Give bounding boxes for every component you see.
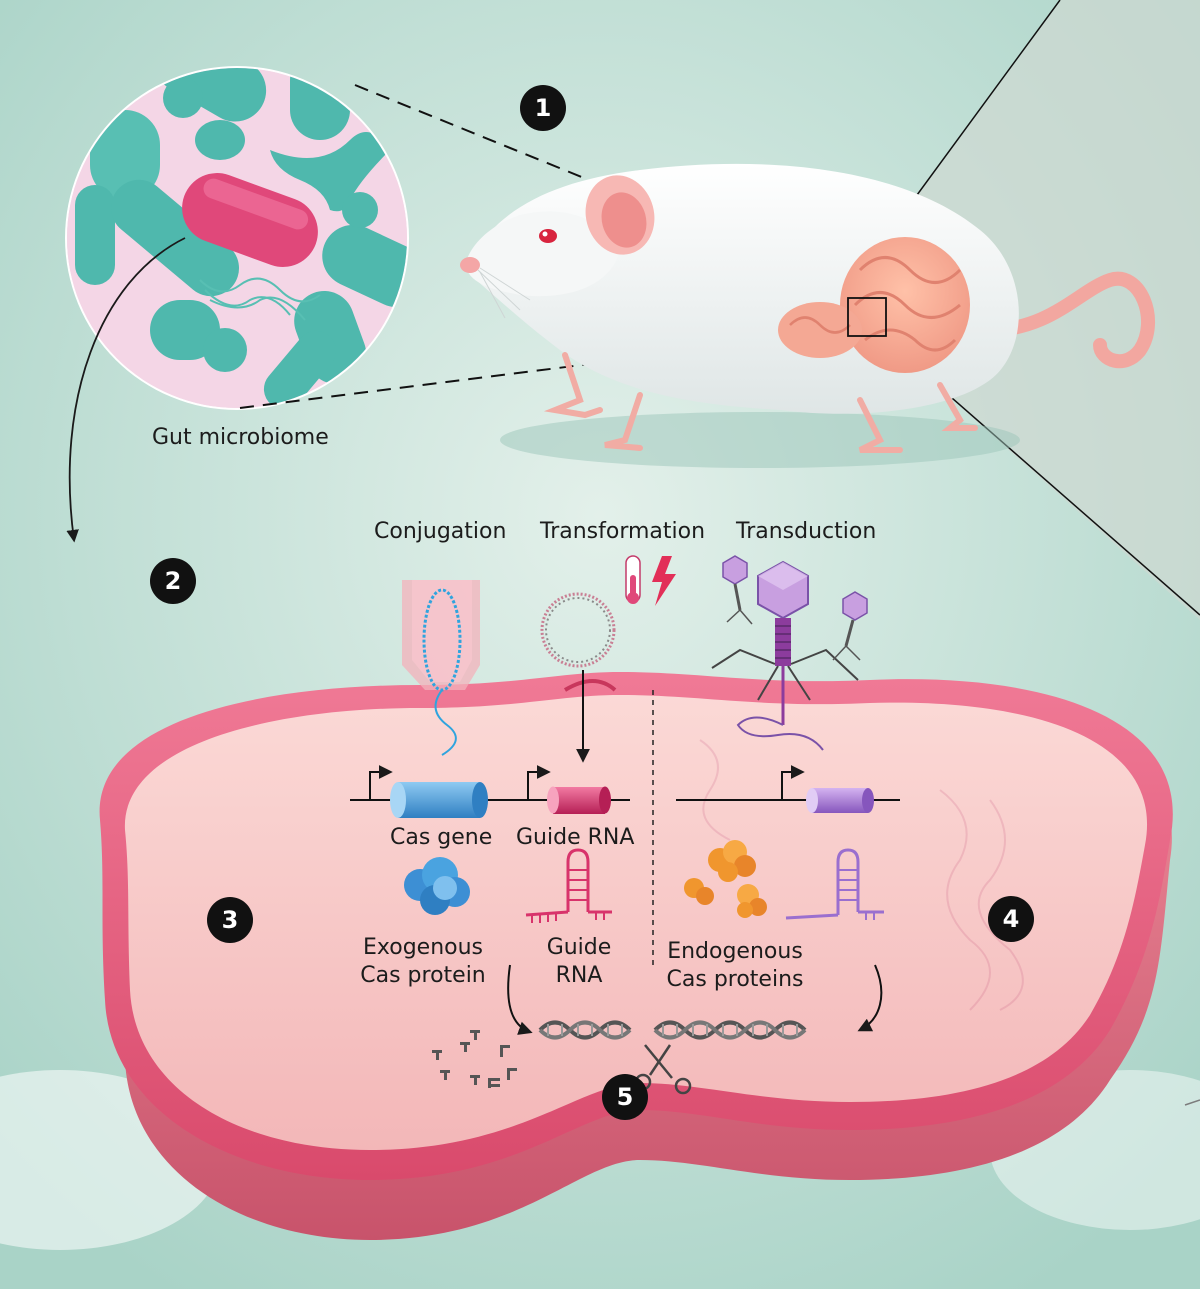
guide-rna-gene-label: Guide RNA xyxy=(516,825,635,850)
conjugation-label: Conjugation xyxy=(374,519,507,544)
lightning-icon xyxy=(652,556,676,606)
step-badge-2: 2 xyxy=(150,558,196,604)
dna-fragments xyxy=(432,1030,517,1088)
cas-gene-label: Cas gene xyxy=(390,825,493,850)
endogenous-cas-proteins xyxy=(684,840,767,918)
guide-line2: RNA xyxy=(555,962,603,988)
zoom-box xyxy=(847,297,887,337)
step-badge-5: 5 xyxy=(602,1074,648,1120)
exogenous-line2: Cas protein xyxy=(360,962,486,988)
guide-rna-hairpin-left xyxy=(525,848,612,923)
dna-helix-icon xyxy=(538,1020,807,1040)
thermometer-icon xyxy=(625,555,641,604)
conjugation-pilus xyxy=(402,580,480,756)
transduction-label: Transduction xyxy=(736,519,877,544)
endogenous-line2: Cas proteins xyxy=(666,966,804,992)
bacterial-cell xyxy=(99,672,1173,1240)
endogenous-line1: Endogenous xyxy=(667,939,803,964)
zoom-panel xyxy=(840,0,1200,620)
gut-organs xyxy=(778,237,970,373)
guide-line1: Guide xyxy=(546,935,612,960)
exogenous-cas-label: Exogenous Cas protein xyxy=(360,934,486,989)
zoom-arrow xyxy=(66,237,186,543)
step-badge-3: 3 xyxy=(207,897,253,943)
exogenous-cas-protein xyxy=(404,857,470,915)
mouse-illustration xyxy=(460,163,1155,468)
exogenous-line1: Exogenous xyxy=(362,935,484,960)
step-badge-4: 4 xyxy=(988,896,1034,942)
gene-construct-right xyxy=(676,765,900,813)
bacteriophage-icon xyxy=(711,555,868,751)
gut-microbiome-circle xyxy=(65,66,409,410)
gene-construct-left xyxy=(350,765,630,818)
guide-rna-hairpin-right xyxy=(785,848,884,920)
step-badge-1: 1 xyxy=(520,85,566,131)
transformation-label: Transformation xyxy=(540,519,706,544)
plasmid-icon xyxy=(540,592,616,668)
gut-microbiome-label: Gut microbiome xyxy=(152,425,329,450)
endogenous-cas-label: Endogenous Cas proteins xyxy=(667,938,804,993)
guide-rna-label: Guide RNA xyxy=(547,934,612,989)
